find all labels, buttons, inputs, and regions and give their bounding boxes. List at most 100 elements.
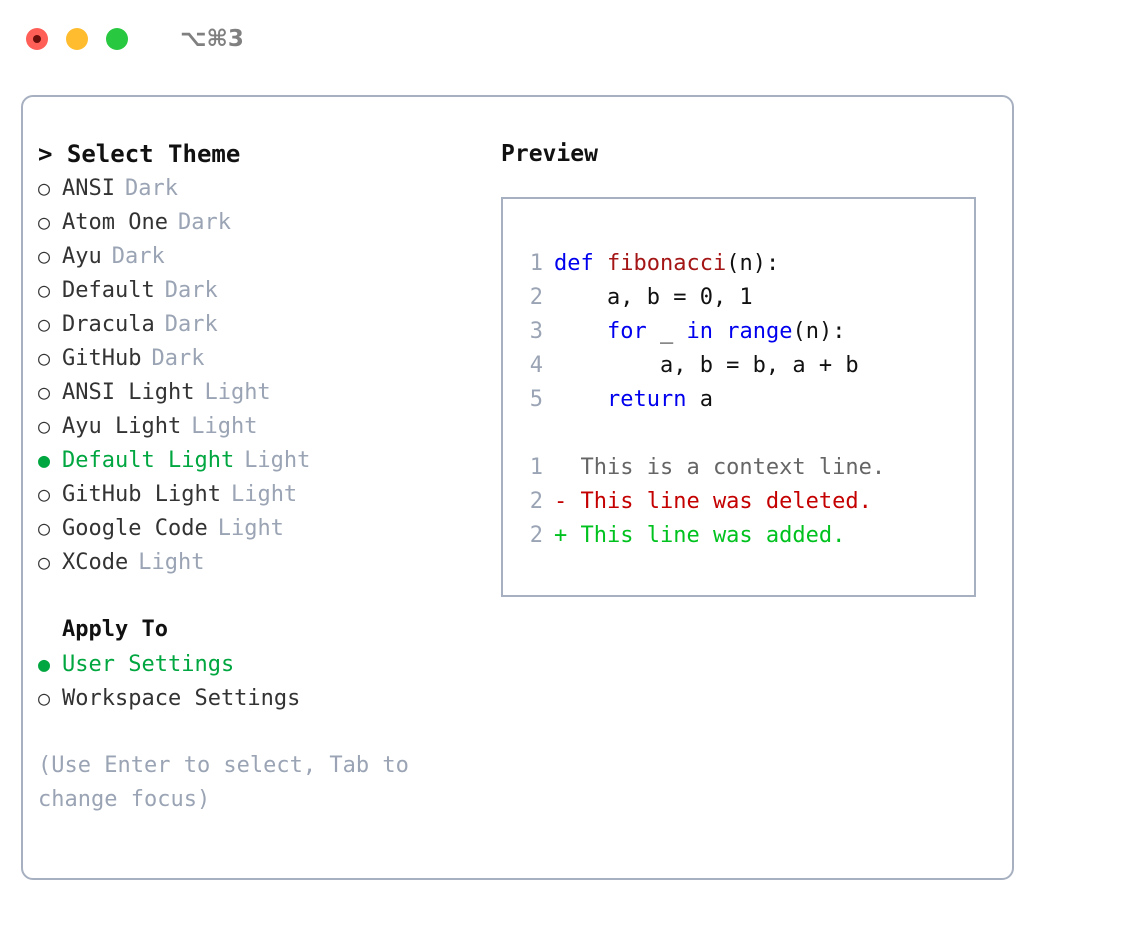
radio-unselected-icon: ○ — [38, 414, 51, 438]
theme-variant-tag: Light — [244, 448, 311, 473]
radio-unselected-icon: ○ — [38, 550, 51, 574]
theme-name: GitHub — [62, 346, 142, 371]
code-line: 2 a, b = 0, 1 — [517, 281, 974, 315]
radio-selected-icon: ● — [38, 448, 51, 472]
apply-to-heading: Apply To — [62, 617, 168, 642]
radio-unselected-icon: ○ — [38, 380, 51, 404]
code-token — [554, 319, 607, 344]
theme-list-item[interactable]: ○ Dracula Dark — [38, 307, 488, 341]
line-number: 1 — [529, 455, 543, 480]
radio-unselected-icon: ○ — [38, 312, 51, 336]
code-line: 1 def fibonacci(n): — [517, 247, 974, 281]
line-number: 2 — [529, 285, 543, 310]
code-line: 5 return a — [517, 383, 974, 417]
apply-to-item[interactable]: ●User Settings — [38, 647, 488, 681]
code-text: def fibonacci(n): — [554, 247, 779, 281]
preview-title: Preview — [501, 141, 598, 167]
code-token: (n): — [792, 319, 846, 344]
radio-unselected-icon: ○ — [38, 482, 51, 506]
code-token: _ — [646, 319, 687, 344]
radio-unselected-icon: ○ — [38, 210, 51, 234]
theme-variant-tag: Light — [230, 482, 298, 507]
diff-text: + This line was added. — [554, 523, 846, 548]
code-token: a, b = 0, 1 — [554, 285, 753, 310]
theme-name: Dracula — [62, 312, 155, 337]
theme-variant-tag: Light — [138, 550, 205, 575]
theme-name: GitHub Light — [62, 482, 221, 507]
diff-line: 1 This is a context line. — [517, 451, 974, 485]
apply-to-label: User Settings — [62, 652, 235, 677]
keyboard-hint: (Use Enter to select, Tab to change focu… — [38, 753, 423, 812]
line-number: 2 — [529, 489, 543, 514]
apply-to-item[interactable]: ○ Workspace Settings — [38, 681, 488, 715]
maximize-button[interactable] — [106, 28, 128, 50]
code-text: return a — [554, 383, 713, 417]
line-number: 4 — [529, 353, 543, 378]
theme-variant-tag: Dark — [164, 278, 218, 303]
diff-line: 2 - This line was deleted. — [517, 485, 974, 519]
radio-unselected-icon: ○ — [38, 516, 51, 540]
theme-list-item[interactable]: ○ Ayu Light Light — [38, 409, 488, 443]
traffic-lights — [26, 28, 128, 50]
radio-unselected-icon: ○ — [38, 244, 51, 268]
theme-variant-tag: Light — [191, 414, 258, 439]
line-number: 5 — [529, 387, 543, 412]
code-token: in range — [686, 319, 793, 344]
theme-name: ANSI Light — [62, 380, 195, 405]
code-text: a, b = 0, 1 — [554, 281, 753, 315]
minimize-button[interactable] — [66, 28, 88, 50]
radio-unselected-icon: ○ — [38, 346, 51, 370]
theme-variant-tag: Dark — [164, 312, 218, 337]
page-title: > Select Theme — [38, 140, 241, 168]
theme-list-item[interactable]: ○ GitHub Light Light — [38, 477, 488, 511]
theme-name: Default Light — [62, 448, 235, 473]
code-blank-line — [517, 417, 974, 451]
close-button[interactable] — [26, 28, 48, 50]
code-text: a, b = b, a + b — [554, 349, 859, 383]
theme-variant-tag: Dark — [177, 210, 231, 235]
line-number: 1 — [529, 251, 543, 276]
theme-name: Atom One — [62, 210, 168, 235]
theme-name: Ayu — [62, 244, 102, 269]
line-number: 2 — [529, 523, 543, 548]
diff-text: - This line was deleted. — [554, 489, 872, 514]
window-title: ⌥⌘3 — [180, 26, 244, 52]
apply-to-list[interactable]: ●User Settings ○ Workspace Settings — [38, 647, 488, 715]
code-token: fibonacci — [606, 251, 727, 276]
apply-to-label: Workspace Settings — [62, 686, 301, 711]
code-token: return — [606, 387, 687, 412]
theme-variant-tag: Dark — [111, 244, 165, 269]
title-bar: ⌥⌘3 — [0, 0, 1140, 78]
code-token: a, b = b, a + b — [554, 353, 859, 378]
radio-unselected-icon: ○ — [38, 686, 51, 710]
code-text: for _ in range(n): — [554, 315, 845, 349]
code-token: (n): — [726, 251, 780, 276]
code-line: 3 for _ in range(n): — [517, 315, 974, 349]
theme-name: Ayu Light — [62, 414, 182, 439]
code-token: a — [686, 387, 713, 412]
code-token: def — [554, 251, 607, 276]
radio-unselected-icon: ○ — [38, 278, 51, 302]
theme-list-item[interactable]: ● Default Light Light — [38, 443, 488, 477]
code-line: 4 a, b = b, a + b — [517, 349, 974, 383]
theme-list-item[interactable]: ○ XCode Light — [38, 545, 488, 579]
diff-line: 2 + This line was added. — [517, 519, 974, 553]
theme-variant-tag: Light — [217, 516, 284, 541]
theme-variant-tag: Dark — [124, 176, 178, 201]
theme-list-item[interactable]: ○ Atom One Dark — [38, 205, 488, 239]
code-token — [554, 387, 607, 412]
theme-name: ANSI — [62, 176, 115, 201]
theme-list-item[interactable]: ○ Ayu Dark — [38, 239, 488, 273]
line-number: 3 — [529, 319, 543, 344]
code-token: for — [606, 319, 647, 344]
theme-name: XCode — [62, 550, 129, 575]
